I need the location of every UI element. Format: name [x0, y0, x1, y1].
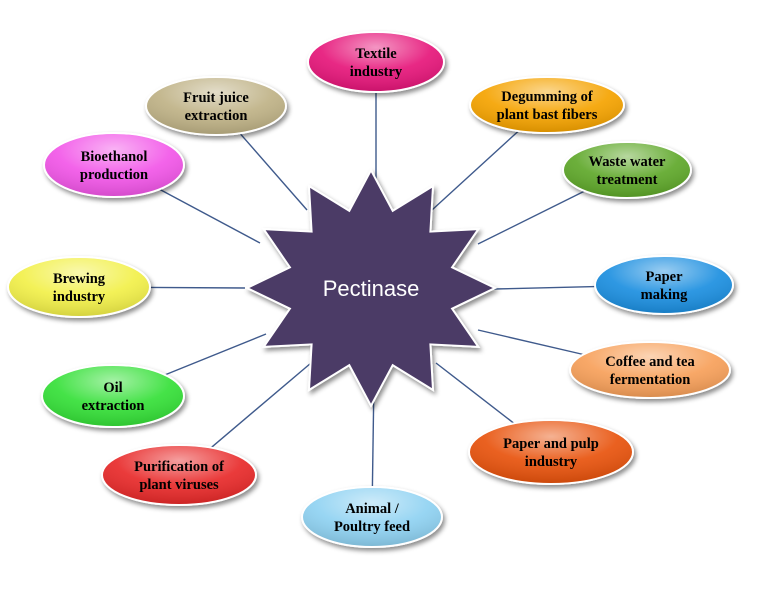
connector-lines [149, 92, 596, 488]
starburst-shape [244, 168, 498, 408]
node-gloss [470, 421, 632, 483]
node-label-line: extraction [82, 398, 145, 414]
connector-degumming-of-plant-bast-fibers [431, 130, 519, 211]
node-animal-poultry-feed: Animal / Poultry feed [301, 486, 443, 548]
node-label-line: Waste water [589, 154, 666, 170]
node-label-line: Oil [103, 380, 122, 396]
node-label: Coffee and tea fermentation [605, 354, 695, 388]
node-label-line: production [80, 167, 148, 183]
node-label-line: Coffee and tea [605, 354, 695, 370]
connector-brewing-industry [149, 286, 246, 289]
node-label-line: Brewing [53, 271, 106, 287]
node-label: Fruit juice extraction [183, 90, 249, 124]
connector-waste-water-treatment [477, 190, 586, 245]
node-label-line: extraction [185, 108, 248, 124]
node-label: Textile industry [350, 46, 403, 80]
node-gloss [303, 488, 441, 546]
node-waste-water-treatment: Waste water treatment [562, 141, 692, 199]
node-purification-of-plant-viruses: Purification of plant viruses [101, 444, 257, 506]
node-label-line: Textile [355, 46, 397, 62]
connector-fruit-juice-extraction [239, 132, 308, 211]
node-gloss [147, 78, 285, 134]
node-gloss [309, 33, 443, 91]
node-gloss [596, 257, 732, 313]
connector-paper-making [493, 285, 596, 290]
node-gloss [103, 446, 255, 504]
node-label-line: Fruit juice [183, 90, 249, 106]
node-label-line: industry [525, 454, 578, 470]
node-label-line: making [641, 287, 688, 303]
node-paper-and-pulp-industry: Paper and pulp industry [468, 419, 634, 485]
center-starburst: Pectinase [244, 168, 498, 408]
node-label-line: Paper [645, 269, 683, 285]
node-label: Bioethanol production [80, 149, 148, 183]
node-label-line: treatment [597, 172, 658, 188]
node-label-line: plant viruses [139, 477, 219, 493]
node-label: Oil extraction [82, 380, 145, 414]
node-label-line: fermentation [610, 372, 691, 388]
node-label: Animal / Poultry feed [334, 501, 410, 535]
node-label-line: Paper and pulp [503, 436, 599, 452]
node-label: Paper making [641, 269, 688, 303]
connector-paper-and-pulp-industry [435, 362, 515, 424]
node-label-line: Purification of [134, 459, 224, 475]
node-gloss [564, 143, 690, 197]
node-label-line: Animal / [345, 501, 400, 517]
connector-purification-of-plant-viruses [210, 362, 312, 449]
node-label: Purification of plant viruses [134, 459, 224, 493]
node-gloss [571, 343, 729, 397]
node-label-line: plant bast fibers [497, 107, 598, 123]
node-coffee-and-tea-fermentation: Coffee and tea fermentation [569, 341, 731, 399]
node-label-line: Bioethanol [81, 149, 148, 165]
node-label-line: Degumming of [501, 89, 593, 105]
node-label-line: industry [53, 289, 106, 305]
node-label: Degumming of plant bast fibers [497, 89, 598, 123]
center-label: Pectinase [323, 276, 420, 301]
node-label-line: Poultry feed [334, 519, 410, 535]
node-fruit-juice-extraction: Fruit juice extraction [145, 76, 287, 136]
node-label: Paper and pulp industry [503, 436, 599, 470]
node-gloss [45, 134, 183, 196]
node-oil-extraction: Oil extraction [41, 364, 185, 428]
node-degumming-of-plant-bast-fibers: Degumming of plant bast fibers [469, 76, 625, 134]
node-bioethanol-production: Bioethanol production [43, 132, 185, 198]
connector-oil-extraction [164, 333, 267, 376]
node-textile-industry: Textile industry [307, 31, 445, 93]
connector-bioethanol-production [159, 188, 261, 244]
node-paper-making: Paper making [594, 255, 734, 315]
node-label: Waste water treatment [589, 154, 666, 188]
node-brewing-industry: Brewing industry [7, 256, 151, 318]
connector-coffee-and-tea-fermentation [477, 329, 584, 356]
node-gloss [43, 366, 183, 426]
node-label-line: industry [350, 64, 403, 80]
node-gloss [471, 78, 623, 132]
node-gloss [9, 258, 149, 316]
node-label: Brewing industry [53, 271, 106, 305]
